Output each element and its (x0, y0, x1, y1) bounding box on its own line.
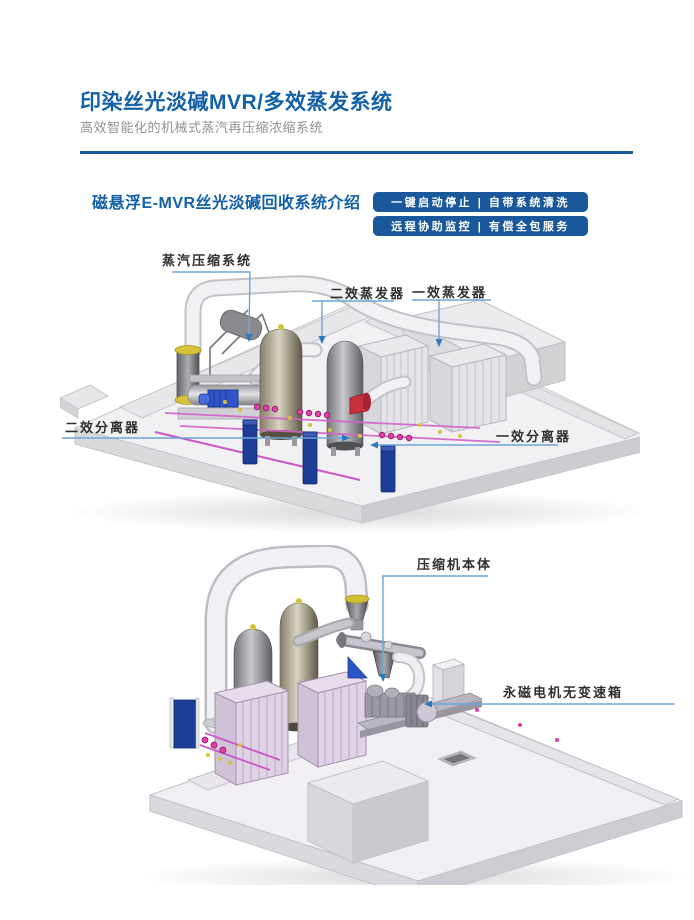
section-title: 磁悬浮E-MVR丝光淡碱回收系统介绍 (92, 195, 361, 212)
page-subtitle: 高效智能化的机械式蒸汽再压缩浓缩系统 (80, 120, 324, 135)
label-compressor-body: 压缩机本体 (417, 557, 493, 572)
label-pm-motor: 永磁电机无变速箱 (503, 685, 624, 700)
effect1-evaporator-stack (428, 343, 508, 433)
plate-heat-exchangers (242, 419, 396, 493)
feature-badge-1: 一键启动停止 | 自带系统清洗 (373, 192, 588, 212)
system-overview-illustration (60, 271, 640, 534)
figure1-leader-lines (62, 271, 558, 449)
page-title: 印染丝光淡碱MVR/多效蒸发系统 (80, 91, 393, 114)
effect2-separator-tank (259, 324, 303, 446)
plate-stack-a (213, 680, 290, 786)
feature-badge-2: 远程协助监控 | 有偿全包服务 (373, 216, 588, 236)
label-effect2-evaporator: 二效蒸发器 (330, 286, 406, 301)
overhead-steam-pipe (184, 275, 543, 387)
label-effect1-separator: 一效分离器 (496, 429, 572, 444)
compressor-detail-illustration (135, 545, 690, 885)
label-effect1-evaporator: 一效蒸发器 (412, 285, 488, 300)
figure-compressor-detail: 压缩机本体 永磁电机无变速箱 (130, 545, 690, 885)
motor-skid (357, 658, 559, 742)
blue-plate-exchanger (169, 697, 281, 771)
label-effect2-separator: 二效分离器 (65, 420, 141, 435)
process-piping (154, 400, 501, 481)
effect1-separator-tank (326, 340, 364, 456)
figure2-leader-lines (379, 575, 675, 708)
figure-system-overview: 蒸汽压缩系统 二效蒸发器 一效蒸发器 二效分离器 一效分离器 (60, 250, 640, 535)
header-divider (80, 151, 633, 154)
plate-stack-b (296, 671, 368, 768)
label-steam-compression: 蒸汽压缩系统 (162, 253, 253, 268)
compressor-cluster (174, 309, 323, 420)
red-reducer-pipe (349, 375, 412, 415)
